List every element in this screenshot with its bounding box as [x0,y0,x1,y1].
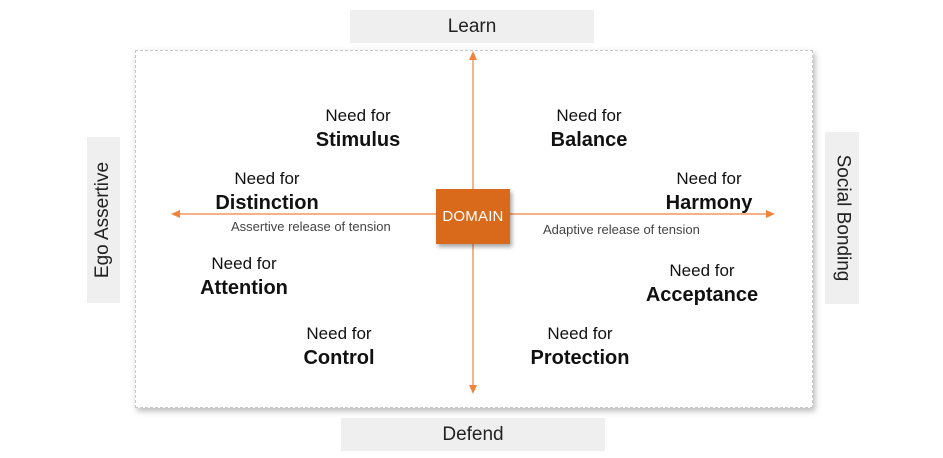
axis-label-social-bonding: Social Bonding [825,132,859,304]
arrowhead-up [469,51,477,60]
need-name: Distinction [215,192,319,214]
need-name: Balance [550,129,628,151]
need-prefix: Need for [211,254,277,273]
need-name: Attention [200,277,288,299]
need-prefix: Need for [547,324,613,343]
arrowhead-left [171,210,180,218]
need-attention: Need for Attention [200,253,288,301]
need-prefix: Need for [669,261,735,280]
arrowhead-down [469,385,477,394]
axis-label-defend: Defend [341,418,605,451]
adaptive-tension-label: Adaptive release of tension [543,222,700,237]
need-name: Control [303,347,375,369]
axis-label-learn: Learn [350,10,594,43]
need-prefix: Need for [556,106,622,125]
need-prefix: Need for [234,169,300,188]
assertive-tension-label: Assertive release of tension [231,219,391,234]
need-name: Stimulus [315,129,401,151]
need-prefix: Need for [306,324,372,343]
need-name: Acceptance [645,284,759,306]
need-name: Harmony [665,192,753,214]
need-stimulus: Need for Stimulus [316,105,400,153]
need-control: Need for Control [303,323,374,371]
need-distinction: Need for Distinction [215,168,318,216]
domain-label: DOMAIN [442,208,504,225]
need-balance: Need for Balance [551,105,628,153]
need-prefix: Need for [325,106,391,125]
arrowhead-right [766,210,775,218]
axis-label-learn-text: Learn [447,15,497,37]
need-harmony: Need for Harmony [666,168,753,216]
need-prefix: Need for [676,169,742,188]
need-acceptance: Need for Acceptance [646,260,758,308]
need-protection: Need for Protection [531,323,630,371]
need-name: Protection [530,347,630,369]
axis-label-defend-text: Defend [442,423,504,445]
axis-label-ego-assertive: Ego Assertive [87,137,120,303]
domain-box: DOMAIN [436,189,510,244]
